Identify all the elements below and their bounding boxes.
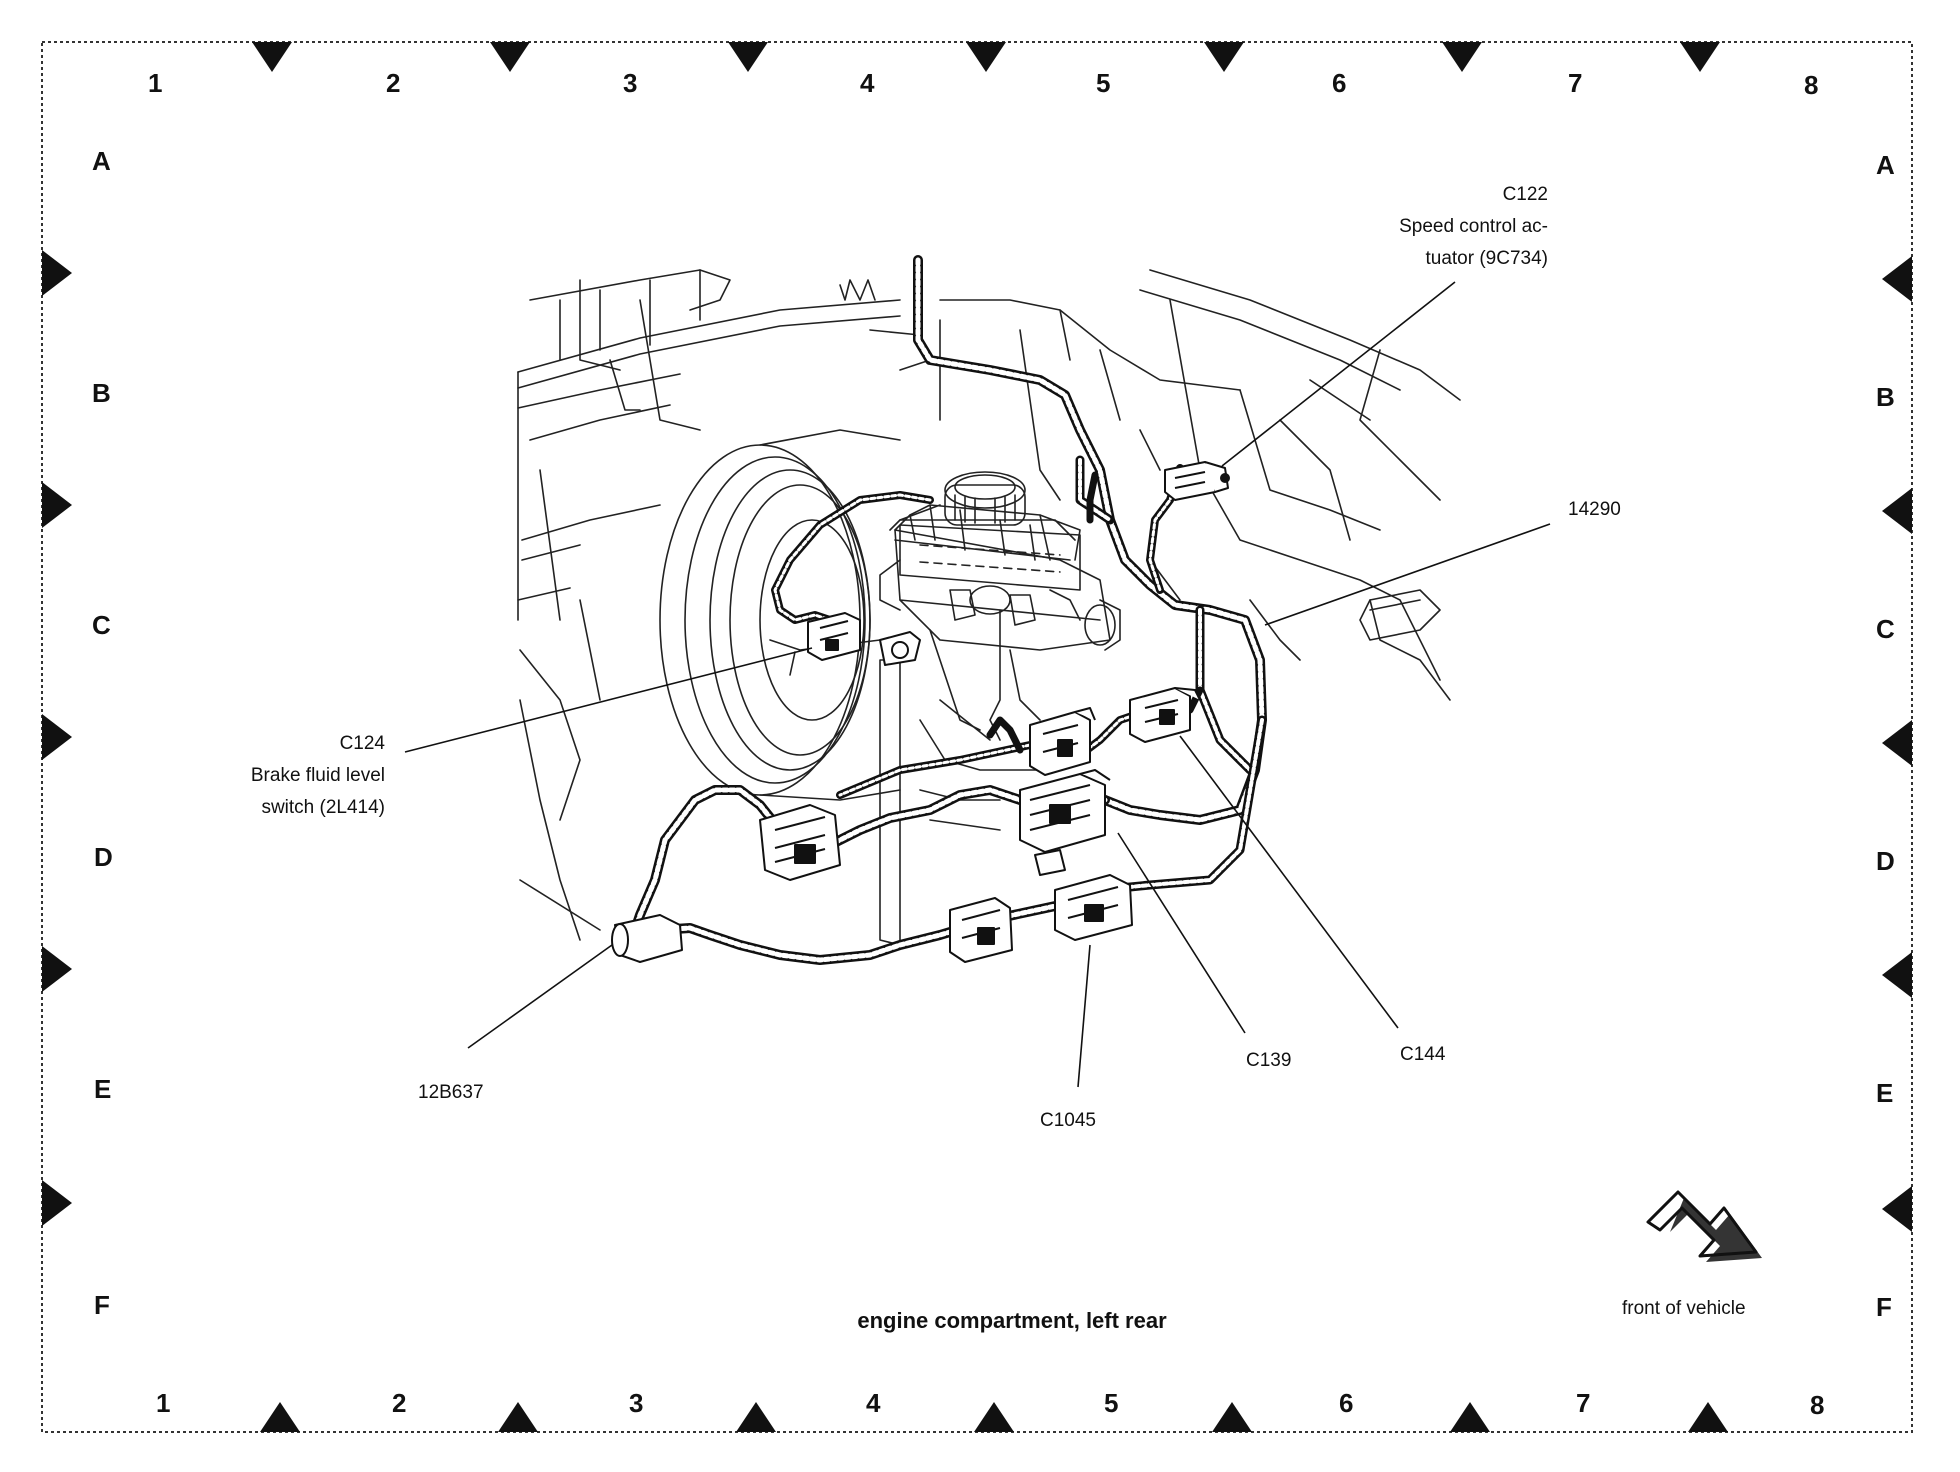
callout-12b637: 12B637	[418, 1082, 484, 1103]
leader-lines	[404, 281, 1551, 1088]
callout-c122-line2: tuator (9C734)	[1425, 248, 1548, 269]
brake-booster	[659, 429, 901, 801]
callout-c122-id: C122	[1503, 184, 1548, 205]
diagram-caption: engine compartment, left rear	[857, 1308, 1167, 1333]
col-label: 8	[1810, 1390, 1824, 1420]
connector-c122	[1164, 461, 1230, 501]
row-label: A	[92, 146, 111, 176]
row-label: B	[92, 378, 111, 408]
arrow-icon	[1646, 1190, 1762, 1262]
col-label: 6	[1332, 68, 1346, 98]
row-label: D	[94, 842, 113, 872]
body-panels	[517, 269, 1461, 941]
callout-c124-line2: switch (2L414)	[261, 797, 385, 818]
row-label: F	[94, 1290, 110, 1320]
bottom-markers	[260, 1402, 1728, 1432]
leader-c1045	[1077, 944, 1091, 1088]
connector-mate-1	[1029, 707, 1096, 776]
row-label: C	[1876, 614, 1895, 644]
col-label: 8	[1804, 70, 1818, 100]
leader-c144	[1179, 735, 1399, 1029]
leader-14290	[1264, 523, 1551, 626]
right-markers	[1882, 256, 1912, 1232]
fluid-reservoir	[889, 471, 1081, 591]
left-markers	[42, 250, 72, 1226]
col-label: 2	[392, 1388, 406, 1418]
row-label: E	[94, 1074, 111, 1104]
callout-c124: C124 Brake fluid level switch (2L414)	[251, 733, 386, 818]
diagram-frame	[41, 41, 1913, 1433]
callout-c139: C139	[1246, 1050, 1291, 1071]
plug-12b637	[611, 914, 683, 963]
callout-c124-line1: Brake fluid level	[251, 765, 385, 786]
col-label: 1	[148, 68, 162, 98]
connector-c124	[807, 612, 861, 661]
brake-lines	[769, 609, 1041, 741]
bracket	[1359, 589, 1441, 641]
leader-c139	[1117, 832, 1246, 1034]
callout-c124-id: C124	[340, 733, 386, 754]
front-of-vehicle-label: front of vehicle	[1622, 1298, 1746, 1319]
row-labels-left: A B C D E F	[92, 146, 113, 1320]
col-label: 3	[623, 68, 637, 98]
connector-c139	[1019, 769, 1111, 876]
leader-c124	[404, 647, 813, 753]
connectors	[611, 461, 1230, 963]
row-label: D	[1876, 846, 1895, 876]
row-label: B	[1876, 382, 1895, 412]
col-label: 3	[629, 1388, 643, 1418]
column-labels-bottom: 1 2 3 4 5 6 7 8	[156, 1388, 1824, 1420]
row-label: F	[1876, 1292, 1892, 1322]
callout-c144: C144	[1400, 1044, 1446, 1065]
bracket-strip	[879, 659, 901, 946]
row-labels-right: A B C D E F	[1876, 150, 1895, 1322]
col-label: 5	[1096, 68, 1110, 98]
callout-14290: 14290	[1568, 499, 1621, 520]
col-label: 5	[1104, 1388, 1118, 1418]
engine-illustration	[517, 269, 1461, 946]
wiring-harness	[630, 255, 1267, 965]
callout-c1045: C1045	[1040, 1110, 1096, 1131]
bracket-edge	[1369, 599, 1421, 611]
row-label: E	[1876, 1078, 1893, 1108]
connector-c144	[1129, 687, 1201, 743]
callout-c122: C122 Speed control ac- tuator (9C734)	[1399, 184, 1548, 269]
row-label: A	[1876, 150, 1895, 180]
col-label: 7	[1568, 68, 1582, 98]
callout-c122-line1: Speed control ac-	[1399, 216, 1548, 237]
col-label: 2	[386, 68, 400, 98]
connector-lower-left	[949, 897, 1013, 963]
column-labels-top: 1 2 3 4 5 6 7 8	[148, 68, 1818, 100]
col-label: 4	[860, 68, 875, 98]
col-label: 7	[1576, 1388, 1590, 1418]
col-label: 4	[866, 1388, 881, 1418]
fitting	[879, 631, 921, 666]
col-label: 6	[1339, 1388, 1353, 1418]
top-markers	[252, 42, 1720, 72]
leader-c122	[1221, 281, 1456, 467]
connector-c1045	[1054, 874, 1133, 941]
connector-left-large	[759, 804, 841, 881]
row-label: C	[92, 610, 111, 640]
col-label: 1	[156, 1388, 170, 1418]
leader-12b637	[467, 944, 613, 1049]
